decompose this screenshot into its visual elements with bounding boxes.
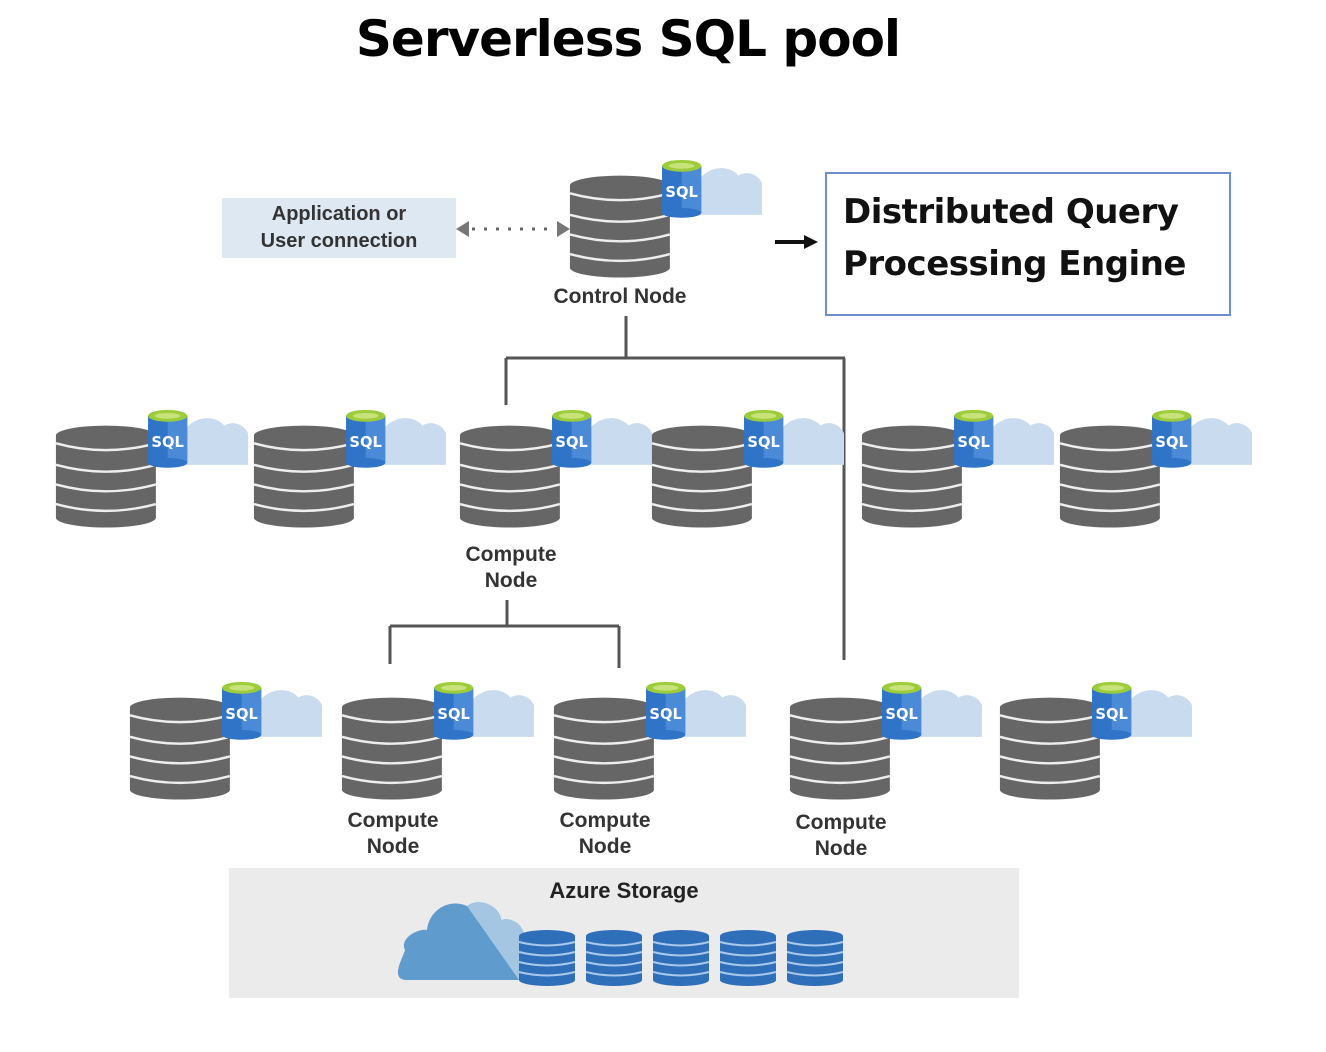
- storage-graphics: [397, 902, 844, 986]
- database-icon: [1059, 425, 1161, 528]
- engine-box: Distributed Query Processing Engine: [825, 172, 1231, 316]
- label-line2: Node: [366, 835, 420, 858]
- bidirectional-dotted-arrow-icon: [456, 221, 570, 237]
- sql-badge-text: SQL: [885, 706, 917, 723]
- sql-badge-icon: SQL: [744, 409, 784, 468]
- sql-badge-icon: SQL: [346, 409, 386, 468]
- sql-badge-icon: SQL: [552, 409, 592, 468]
- azure-storage-panel: Azure Storage: [229, 868, 1019, 998]
- storage-disk-icon: [786, 930, 844, 986]
- control-node-label: Control Node: [553, 285, 687, 308]
- sql-badge-icon: SQL: [222, 681, 262, 740]
- database-icon: [999, 697, 1101, 800]
- sql-badge-text: SQL: [349, 434, 381, 451]
- label-line2: Node: [484, 569, 538, 592]
- sql-badge-text: SQL: [225, 706, 257, 723]
- database-icon: [789, 697, 891, 800]
- sql-badge-text: SQL: [649, 706, 681, 723]
- label-line2: Node: [814, 837, 868, 860]
- sql-badge-icon: SQL: [954, 409, 994, 468]
- sql-badge-icon: SQL: [662, 159, 702, 218]
- engine-line1: Distributed Query: [843, 192, 1179, 232]
- compute-node-row1-6: SQL: [1059, 409, 1252, 528]
- storage-disk-icon: [652, 930, 710, 986]
- sql-badge-icon: SQL: [434, 681, 474, 740]
- sql-badge-text: SQL: [1155, 434, 1187, 451]
- sql-badge-icon: SQL: [646, 681, 686, 740]
- sql-badge-text: SQL: [1095, 706, 1127, 723]
- label-line1: Compute: [465, 543, 557, 566]
- compute-node-row2-1: SQL: [129, 681, 322, 800]
- storage-disk-icon: [585, 930, 643, 986]
- right-arrow-icon: [775, 235, 818, 249]
- sql-badge-text: SQL: [957, 434, 989, 451]
- sql-badge-text: SQL: [437, 706, 469, 723]
- page-title: Serverless SQL pool: [355, 10, 901, 68]
- label-line1: Compute: [559, 809, 651, 832]
- label-line1: Compute: [795, 811, 887, 834]
- compute-node-row1-4: SQL: [651, 409, 844, 528]
- database-icon: [861, 425, 963, 528]
- azure-storage-label: Azure Storage: [549, 878, 699, 903]
- sql-badge-icon: SQL: [1092, 681, 1132, 740]
- client-label-line2: User connection: [260, 230, 418, 252]
- compute-node-row2-2: SQL: [341, 681, 534, 800]
- database-icon: [253, 425, 355, 528]
- database-icon: [129, 697, 231, 800]
- engine-line2: Processing Engine: [843, 244, 1186, 284]
- sql-badge-icon: SQL: [882, 681, 922, 740]
- sql-badge-text: SQL: [151, 434, 183, 451]
- client-label-line1: Application or: [271, 203, 407, 225]
- database-icon: [459, 425, 561, 528]
- database-icon: [651, 425, 753, 528]
- compute-node-row1-5: SQL: [861, 409, 1054, 528]
- compute-node-row2-4: SQL: [789, 681, 982, 800]
- compute-node-row2-3: SQL: [553, 681, 746, 800]
- sql-badge-icon: SQL: [148, 409, 188, 468]
- database-icon: [553, 697, 655, 800]
- database-icon: [569, 175, 671, 278]
- control-node-icon: SQL: [569, 159, 762, 278]
- compute-node-row1-2: SQL: [253, 409, 446, 528]
- storage-disk-icon: [518, 930, 576, 986]
- sql-badge-text: SQL: [747, 434, 779, 451]
- sql-badge-text: SQL: [555, 434, 587, 451]
- sql-badge-text: SQL: [665, 184, 697, 201]
- storage-disk-icon: [719, 930, 777, 986]
- compute-node-row2-5: SQL: [999, 681, 1192, 800]
- label-line2: Node: [578, 835, 632, 858]
- azure-cloud-icon: [397, 902, 525, 980]
- label-line1: Compute: [347, 809, 439, 832]
- compute-node-row1-1: SQL: [55, 409, 248, 528]
- application-connection-box: Application or User connection: [222, 198, 456, 258]
- database-icon: [55, 425, 157, 528]
- database-icon: [341, 697, 443, 800]
- sql-badge-icon: SQL: [1152, 409, 1192, 468]
- compute-node-row1-3: SQL: [459, 409, 652, 528]
